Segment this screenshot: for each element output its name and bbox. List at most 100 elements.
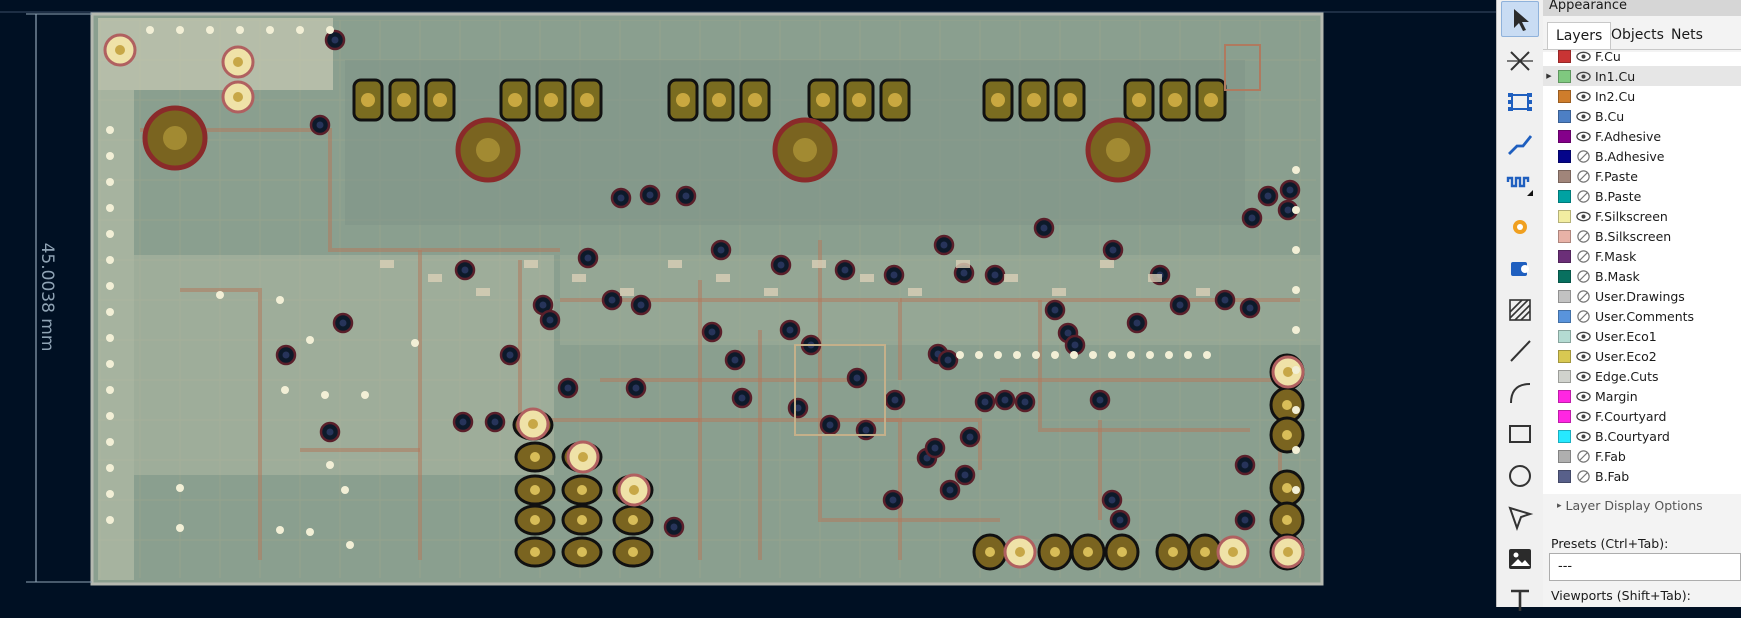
via-drill xyxy=(326,428,334,436)
layer-color-swatch[interactable] xyxy=(1558,189,1571,203)
image-tool[interactable] xyxy=(1501,541,1539,577)
pcb-canvas[interactable]: 45.0038 mm xyxy=(0,0,1496,607)
connector-hole xyxy=(577,547,587,557)
layer-row[interactable]: User.Comments xyxy=(1543,306,1741,326)
tab-objects[interactable]: Objects xyxy=(1611,27,1664,43)
route-track-tool[interactable] xyxy=(1501,126,1539,162)
eye-icon[interactable] xyxy=(1575,428,1591,444)
tab-nets[interactable]: Nets xyxy=(1671,27,1703,43)
eye-icon[interactable] xyxy=(1575,408,1591,424)
silk-dot xyxy=(176,26,184,34)
layer-color-swatch[interactable] xyxy=(1558,69,1571,83)
tune-length-tool[interactable] xyxy=(1501,167,1539,203)
eye-icon[interactable] xyxy=(1575,348,1591,364)
layer-color-swatch[interactable] xyxy=(1558,289,1571,303)
eye-hidden-icon[interactable] xyxy=(1575,228,1591,244)
layer-color-swatch[interactable] xyxy=(1558,89,1571,103)
pcb-board-view[interactable]: 45.0038 mm xyxy=(0,0,1496,607)
eye-hidden-icon[interactable] xyxy=(1575,248,1591,264)
layer-row[interactable]: B.Cu xyxy=(1543,106,1741,126)
layer-row[interactable]: F.Mask xyxy=(1543,246,1741,266)
layer-color-swatch[interactable] xyxy=(1558,469,1571,483)
layer-color-swatch[interactable] xyxy=(1558,429,1571,443)
layer-row[interactable]: F.Adhesive xyxy=(1543,126,1741,146)
layer-row[interactable]: B.Silkscreen xyxy=(1543,226,1741,246)
layer-row[interactable]: ▶In1.Cu xyxy=(1543,66,1741,86)
eye-hidden-icon[interactable] xyxy=(1575,268,1591,284)
eye-hidden-icon[interactable] xyxy=(1575,148,1591,164)
layer-row[interactable]: User.Eco1 xyxy=(1543,326,1741,346)
add-pad-tool[interactable] xyxy=(1501,250,1539,286)
eye-icon[interactable] xyxy=(1575,368,1591,384)
eye-hidden-icon[interactable] xyxy=(1575,188,1591,204)
layer-row[interactable]: B.Mask xyxy=(1543,266,1741,286)
layer-color-swatch[interactable] xyxy=(1558,129,1571,143)
layer-color-swatch[interactable] xyxy=(1558,49,1571,63)
layer-row[interactable]: B.Paste xyxy=(1543,186,1741,206)
zone-tool[interactable] xyxy=(1501,292,1539,328)
eye-hidden-icon[interactable] xyxy=(1575,448,1591,464)
layer-color-swatch[interactable] xyxy=(1558,269,1571,283)
silk-dot xyxy=(1165,351,1173,359)
draw-circle-tool[interactable] xyxy=(1501,458,1539,494)
via-drill xyxy=(1264,192,1272,200)
copper-trace xyxy=(140,128,560,252)
layer-row[interactable]: F.Silkscreen xyxy=(1543,206,1741,226)
draw-polygon-tool[interactable] xyxy=(1501,499,1539,535)
layer-color-swatch[interactable] xyxy=(1558,349,1571,363)
layer-row[interactable]: User.Drawings xyxy=(1543,286,1741,306)
layer-row[interactable]: In2.Cu xyxy=(1543,86,1741,106)
via-tool[interactable] xyxy=(1501,209,1539,245)
layer-color-swatch[interactable] xyxy=(1558,229,1571,243)
silk-dot xyxy=(1108,351,1116,359)
text-tool[interactable] xyxy=(1501,582,1539,618)
layer-color-swatch[interactable] xyxy=(1558,369,1571,383)
draw-arc-tool[interactable] xyxy=(1501,375,1539,411)
layer-row[interactable]: F.Paste xyxy=(1543,166,1741,186)
appearance-tabs: Layers Objects Nets xyxy=(1543,22,1741,50)
silk-dot xyxy=(1292,166,1300,174)
draw-rectangle-tool[interactable] xyxy=(1501,416,1539,452)
eye-hidden-icon[interactable] xyxy=(1575,468,1591,484)
eye-icon[interactable] xyxy=(1575,68,1591,84)
layer-row[interactable]: B.Fab xyxy=(1543,466,1741,486)
layer-color-swatch[interactable] xyxy=(1558,249,1571,263)
layer-row[interactable]: User.Eco2 xyxy=(1543,346,1741,366)
eye-icon[interactable] xyxy=(1575,108,1591,124)
eye-hidden-icon[interactable] xyxy=(1575,288,1591,304)
layer-color-swatch[interactable] xyxy=(1558,309,1571,323)
eye-hidden-icon[interactable] xyxy=(1575,168,1591,184)
presets-select[interactable]: --- xyxy=(1549,553,1741,581)
layer-color-swatch[interactable] xyxy=(1558,449,1571,463)
footprint-tool[interactable] xyxy=(1501,84,1539,120)
eye-icon[interactable] xyxy=(1575,88,1591,104)
layer-display-options-toggle[interactable]: ▸ Layer Display Options xyxy=(1557,498,1703,513)
layer-color-swatch[interactable] xyxy=(1558,329,1571,343)
layer-row[interactable]: F.Cu xyxy=(1543,46,1741,66)
dimension-label: 45.0038 mm xyxy=(37,243,57,352)
select-tool[interactable] xyxy=(1501,1,1539,37)
no-connect-tool[interactable] xyxy=(1501,43,1539,79)
eye-icon[interactable] xyxy=(1575,388,1591,404)
layer-color-swatch[interactable] xyxy=(1558,409,1571,423)
eye-icon[interactable] xyxy=(1575,48,1591,64)
layer-row[interactable]: F.Courtyard xyxy=(1543,406,1741,426)
layer-row[interactable]: B.Adhesive xyxy=(1543,146,1741,166)
layer-color-swatch[interactable] xyxy=(1558,109,1571,123)
layer-color-swatch[interactable] xyxy=(1558,209,1571,223)
eye-icon[interactable] xyxy=(1575,328,1591,344)
layer-row[interactable]: F.Fab xyxy=(1543,446,1741,466)
layer-color-swatch[interactable] xyxy=(1558,169,1571,183)
layer-color-swatch[interactable] xyxy=(1558,149,1571,163)
draw-line-tool[interactable] xyxy=(1501,333,1539,369)
tab-layers[interactable]: Layers xyxy=(1547,22,1612,49)
eye-icon[interactable] xyxy=(1575,208,1591,224)
eye-hidden-icon[interactable] xyxy=(1575,308,1591,324)
viewports-label: Viewports (Shift+Tab): xyxy=(1551,588,1691,603)
eye-icon[interactable] xyxy=(1575,128,1591,144)
layer-row[interactable]: Margin xyxy=(1543,386,1741,406)
layer-row[interactable]: Edge.Cuts xyxy=(1543,366,1741,386)
via-drill xyxy=(841,266,849,274)
layer-color-swatch[interactable] xyxy=(1558,389,1571,403)
layer-row[interactable]: B.Courtyard xyxy=(1543,426,1741,446)
